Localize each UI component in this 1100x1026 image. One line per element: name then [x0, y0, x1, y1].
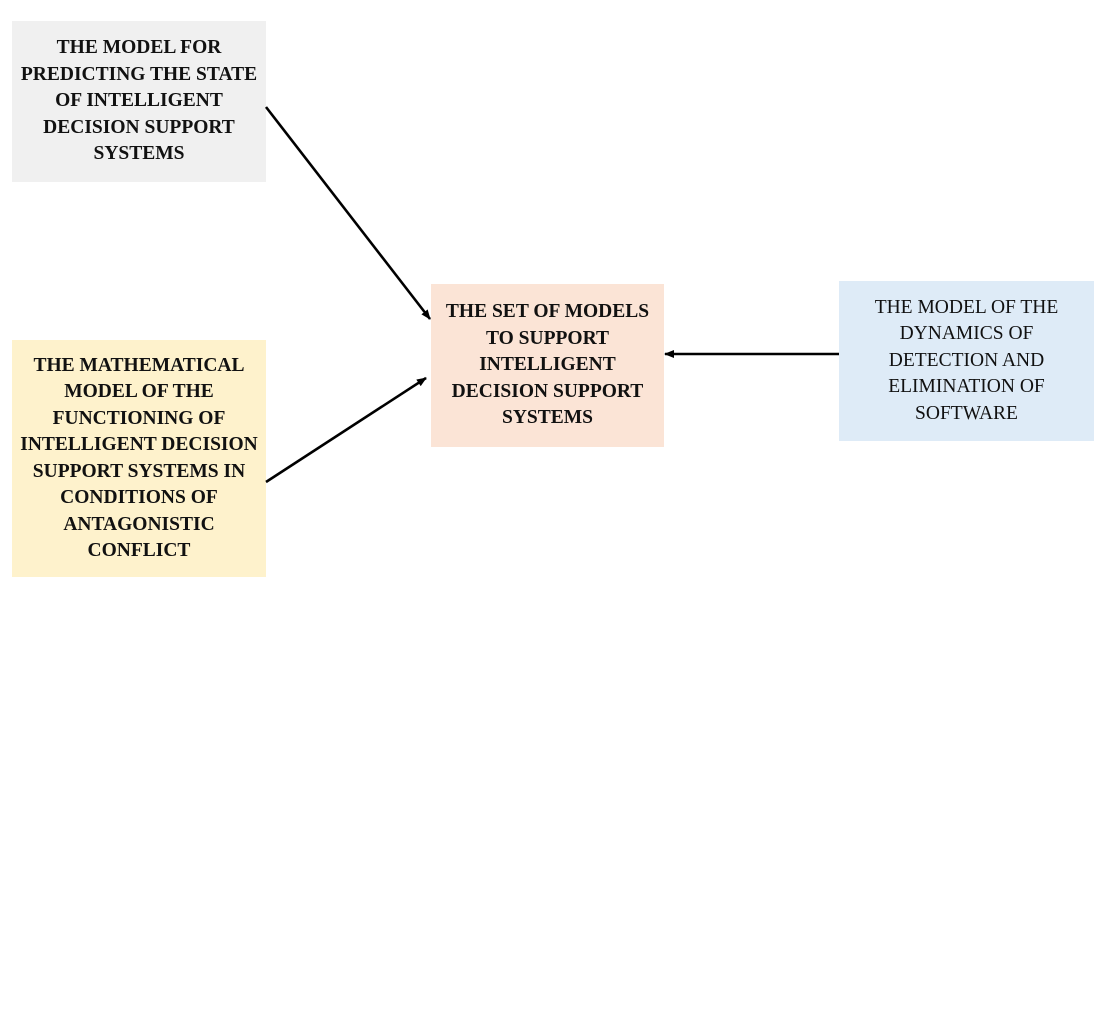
arrow-mathematical-to-set	[265, 376, 427, 484]
node-mathematical-model-label: THE MATHEMATICAL MODEL OF THE FUNCTIONIN…	[20, 354, 258, 562]
node-prediction-model: THE MODEL FOR PREDICTING THE STATE OF IN…	[12, 21, 266, 182]
node-set-of-models: THE SET OF MODELS TO SUPPORT INTELLIGENT…	[431, 284, 664, 447]
arrow-prediction-to-set	[264, 106, 432, 320]
node-mathematical-model: THE MATHEMATICAL MODEL OF THE FUNCTIONIN…	[12, 340, 266, 577]
node-set-of-models-label: THE SET OF MODELS TO SUPPORT INTELLIGENT…	[445, 301, 650, 429]
node-dynamics-model: THE MODEL OF THE DYNAMICS OF DETECTION A…	[839, 281, 1094, 441]
node-prediction-model-label: THE MODEL FOR PREDICTING THE STATE OF IN…	[20, 37, 258, 165]
node-dynamics-model-label: THE MODEL OF THE DYNAMICS OF DETECTION A…	[874, 296, 1059, 424]
